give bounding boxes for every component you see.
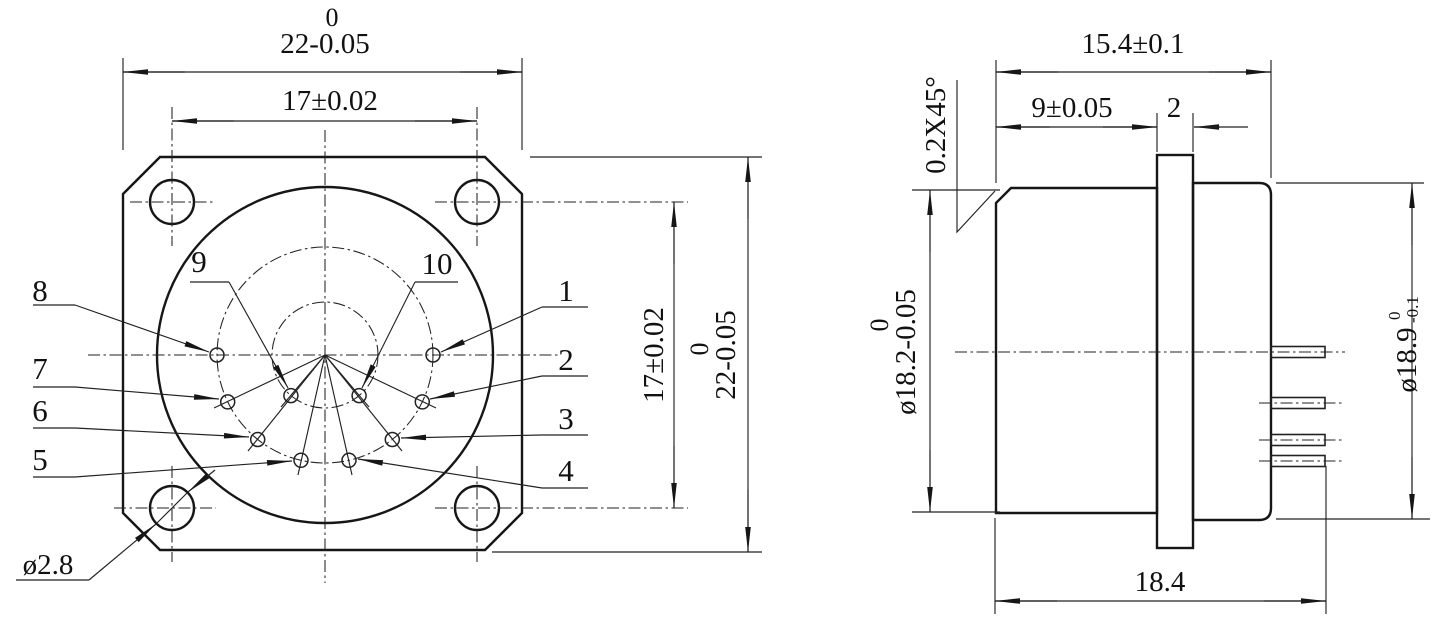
dim-tol-lower-rear-dia: -0.1 xyxy=(1403,296,1422,323)
dim-tol-upper-rear-dia: 0 xyxy=(1385,312,1404,321)
dim-text-front-dia: ø18.2-0.05 xyxy=(890,289,922,415)
dim-mount-spacing-side: 17±0.02 xyxy=(638,202,677,508)
pin-label-1: 1 xyxy=(558,273,574,308)
dim-text-rear-dia-group: ø18.9 0 -0.1 xyxy=(1385,296,1423,393)
side-front-body xyxy=(994,186,1159,515)
dim-text-chamfer: 0.2X45° xyxy=(920,76,952,174)
dim-chamfer: 0.2X45° xyxy=(920,76,996,234)
pin-label-9: 9 xyxy=(191,244,207,279)
pin-10 xyxy=(351,387,367,404)
dim-tol-width-top: 0 xyxy=(326,3,339,32)
pin-label-8: 8 xyxy=(32,273,48,308)
dim-text-height-side-group: 22-0.05 0 xyxy=(685,310,742,399)
pin-callouts: 8 7 6 5 1 2 3 4 9 xyxy=(32,244,588,489)
front-flange-outline xyxy=(121,155,524,552)
dim-arrow xyxy=(88,523,157,581)
pin-contacts xyxy=(209,347,441,469)
pin-rays xyxy=(213,354,437,476)
dim-text-rear-length: 18.4 xyxy=(1135,566,1186,598)
pin-6 xyxy=(249,431,266,448)
pin-9 xyxy=(283,387,299,404)
pin-label-10: 10 xyxy=(422,246,453,281)
dim-height-side: 22-0.05 0 xyxy=(492,156,762,553)
side-view: 15.4±0.1 9±0.05 2 0.2X45° ø1 xyxy=(865,28,1430,614)
front-view: 8 7 6 5 1 2 3 4 9 xyxy=(16,3,762,583)
pin-label-3-leader xyxy=(400,434,543,441)
dim-text-mount-hole-dia: ø2.8 xyxy=(23,549,74,581)
pin-label-3: 3 xyxy=(558,401,574,436)
dim-text-mount-spacing-top: 17±0.02 xyxy=(282,85,378,117)
dim-text-mount-spacing-side: 17±0.02 xyxy=(638,307,670,403)
dim-text-front-dia-group: ø18.2-0.05 0 xyxy=(865,289,922,415)
side-pin-row-1 xyxy=(1270,345,1326,359)
dim-rear-length: 18.4 xyxy=(994,466,1327,614)
pin-ray xyxy=(324,354,353,476)
pin-label-6-leader xyxy=(74,427,250,439)
dim-tol-height-side: 0 xyxy=(685,343,714,356)
pin-3 xyxy=(384,431,401,448)
pin-7 xyxy=(219,394,236,410)
pin-ray xyxy=(213,354,326,409)
pin-label-6: 6 xyxy=(32,393,48,428)
dim-front-dia: ø18.2-0.05 0 xyxy=(865,189,1000,513)
pin-label-2: 2 xyxy=(558,342,574,377)
pin-ray xyxy=(324,354,437,409)
dim-total-length: 15.4±0.1 xyxy=(995,28,1272,183)
pin-label-5-leader xyxy=(74,460,293,478)
dim-rear-dia: ø18.9 0 -0.1 xyxy=(1276,182,1430,520)
pin-2 xyxy=(414,394,431,410)
dim-text-width-top: 22-0.05 xyxy=(280,28,369,60)
pin-5 xyxy=(293,452,309,469)
pin-label-1-leader xyxy=(440,306,543,353)
pin-label-8-leader xyxy=(74,304,210,353)
pin-label-9-leader xyxy=(228,281,289,389)
mount-hole-bottom-right xyxy=(453,484,501,532)
mount-holes xyxy=(114,107,688,562)
dim-text-total-length: 15.4±0.1 xyxy=(1082,28,1185,60)
pin-ray xyxy=(280,354,326,408)
dim-diagonal xyxy=(155,491,189,525)
dim-front-length: 9±0.05 2 xyxy=(996,92,1248,152)
side-rear-body xyxy=(1191,181,1273,522)
dim-text-flange-thickness: 2 xyxy=(1167,92,1182,124)
dim-text-height-side: 22-0.05 xyxy=(710,310,742,399)
pin-ray xyxy=(297,354,326,476)
pin-label-7: 7 xyxy=(32,351,48,386)
pin-label-5: 5 xyxy=(32,442,48,477)
side-pins xyxy=(1259,345,1343,468)
pin-1 xyxy=(425,347,441,363)
pin-label-4: 4 xyxy=(558,453,574,488)
pin-ray xyxy=(324,354,370,408)
dim-mount-spacing-top: 17±0.02 xyxy=(172,85,477,124)
dim-width-top: 22-0.05 0 xyxy=(122,3,523,150)
pin-label-10-leader xyxy=(361,281,416,389)
dim-arrow xyxy=(187,469,216,493)
dim-text-rear-dia: ø18.9 xyxy=(1391,327,1423,392)
pin-8 xyxy=(209,347,225,363)
chamfer-leader xyxy=(956,80,996,234)
pin-label-4-leader xyxy=(357,458,543,489)
dim-mount-hole-dia: ø2.8 xyxy=(16,469,216,581)
dim-tol-front-dia: 0 xyxy=(865,319,894,332)
pin-label-2-leader xyxy=(429,375,543,400)
dim-text-front-length: 9±0.05 xyxy=(1031,92,1112,124)
pin-4 xyxy=(341,452,357,469)
pin-label-7-leader xyxy=(74,386,220,400)
